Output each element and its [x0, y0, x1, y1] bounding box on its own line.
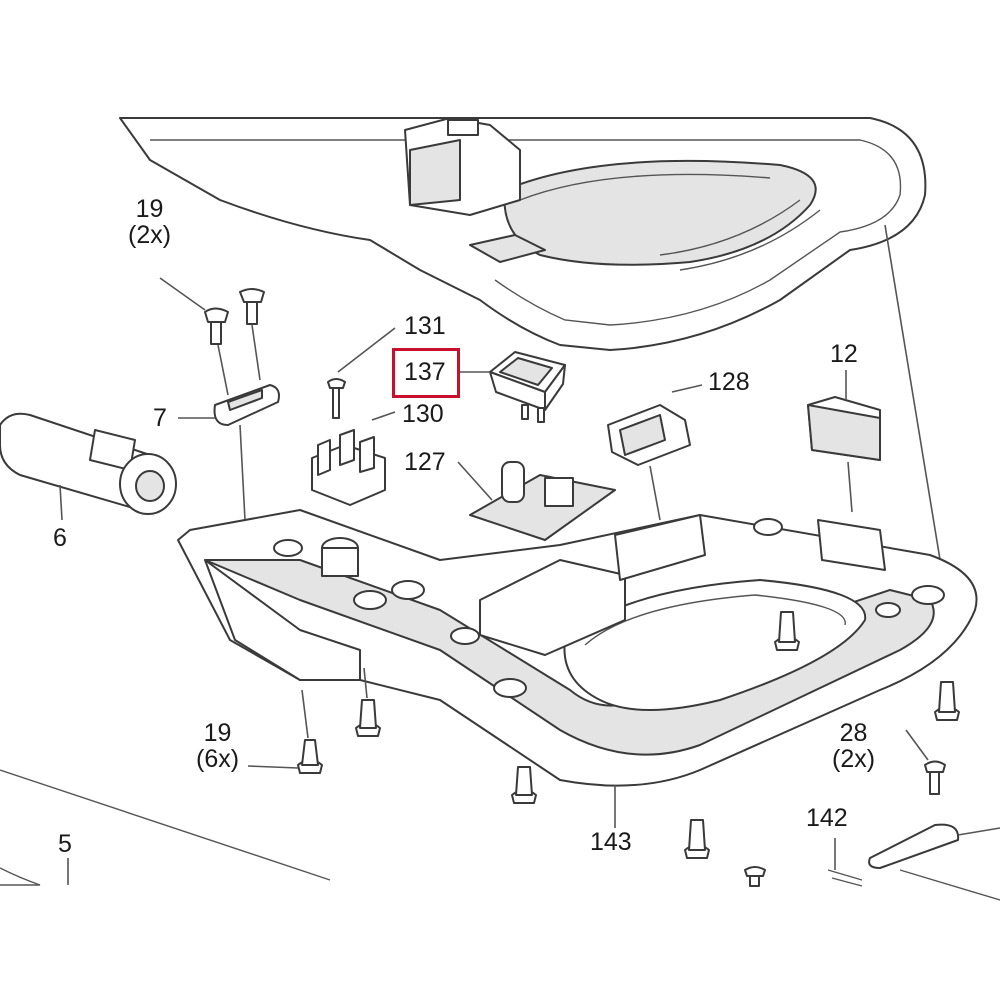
- callout-quantity: (2x): [128, 221, 172, 250]
- callout-131: 131: [404, 314, 446, 339]
- callout-130: 130: [402, 402, 444, 427]
- callout-number: 137: [404, 358, 446, 386]
- callout-137: 137: [404, 360, 446, 385]
- part-12-pad: [807, 370, 881, 513]
- base-screws: [247, 611, 960, 887]
- callout-19-6x: 19 (6x): [196, 720, 239, 773]
- callout-quantity: (6x): [196, 745, 240, 774]
- callout-28-2x: 28 (2x): [832, 720, 875, 773]
- part-6-handle: [0, 412, 177, 521]
- callout-6: 6: [53, 526, 67, 551]
- base-housing-143: [177, 509, 978, 828]
- part-7-bracket: [178, 384, 280, 521]
- part-128-clip: [607, 384, 703, 521]
- callout-127: 127: [404, 450, 446, 475]
- callout-number: 143: [590, 828, 632, 856]
- callout-19-2x: 19 (2x): [128, 196, 171, 249]
- part-5-edge: [0, 769, 1000, 901]
- callout-number: 131: [404, 312, 446, 340]
- screw-19-upper: [159, 277, 265, 396]
- part-130-terminal: [311, 411, 396, 506]
- part-137-switch: [460, 351, 566, 423]
- callout-number: 130: [402, 400, 444, 428]
- upper-housing: [119, 117, 946, 591]
- callout-number: 127: [404, 448, 446, 476]
- screw-131: [327, 327, 396, 419]
- callout-142: 142: [806, 806, 848, 831]
- callout-number: 28: [839, 719, 868, 747]
- callout-number: 6: [53, 524, 67, 552]
- callout-number: 12: [830, 340, 858, 368]
- callout-number: 7: [153, 404, 167, 432]
- callout-137-highlight: [392, 348, 460, 398]
- callout-number: 142: [806, 804, 848, 832]
- callout-quantity: (2x): [832, 745, 876, 774]
- part-127-board: [457, 461, 616, 541]
- callout-5: 5: [58, 832, 72, 857]
- callout-128: 128: [708, 370, 750, 395]
- callout-7: 7: [153, 406, 167, 431]
- part-142-lever: [827, 823, 1000, 887]
- callout-number: 5: [58, 830, 72, 858]
- callout-number: 19: [135, 195, 164, 223]
- callout-12: 12: [830, 342, 858, 367]
- callout-number: 128: [708, 368, 750, 396]
- callout-number: 19: [203, 719, 232, 747]
- callout-143: 143: [590, 830, 632, 855]
